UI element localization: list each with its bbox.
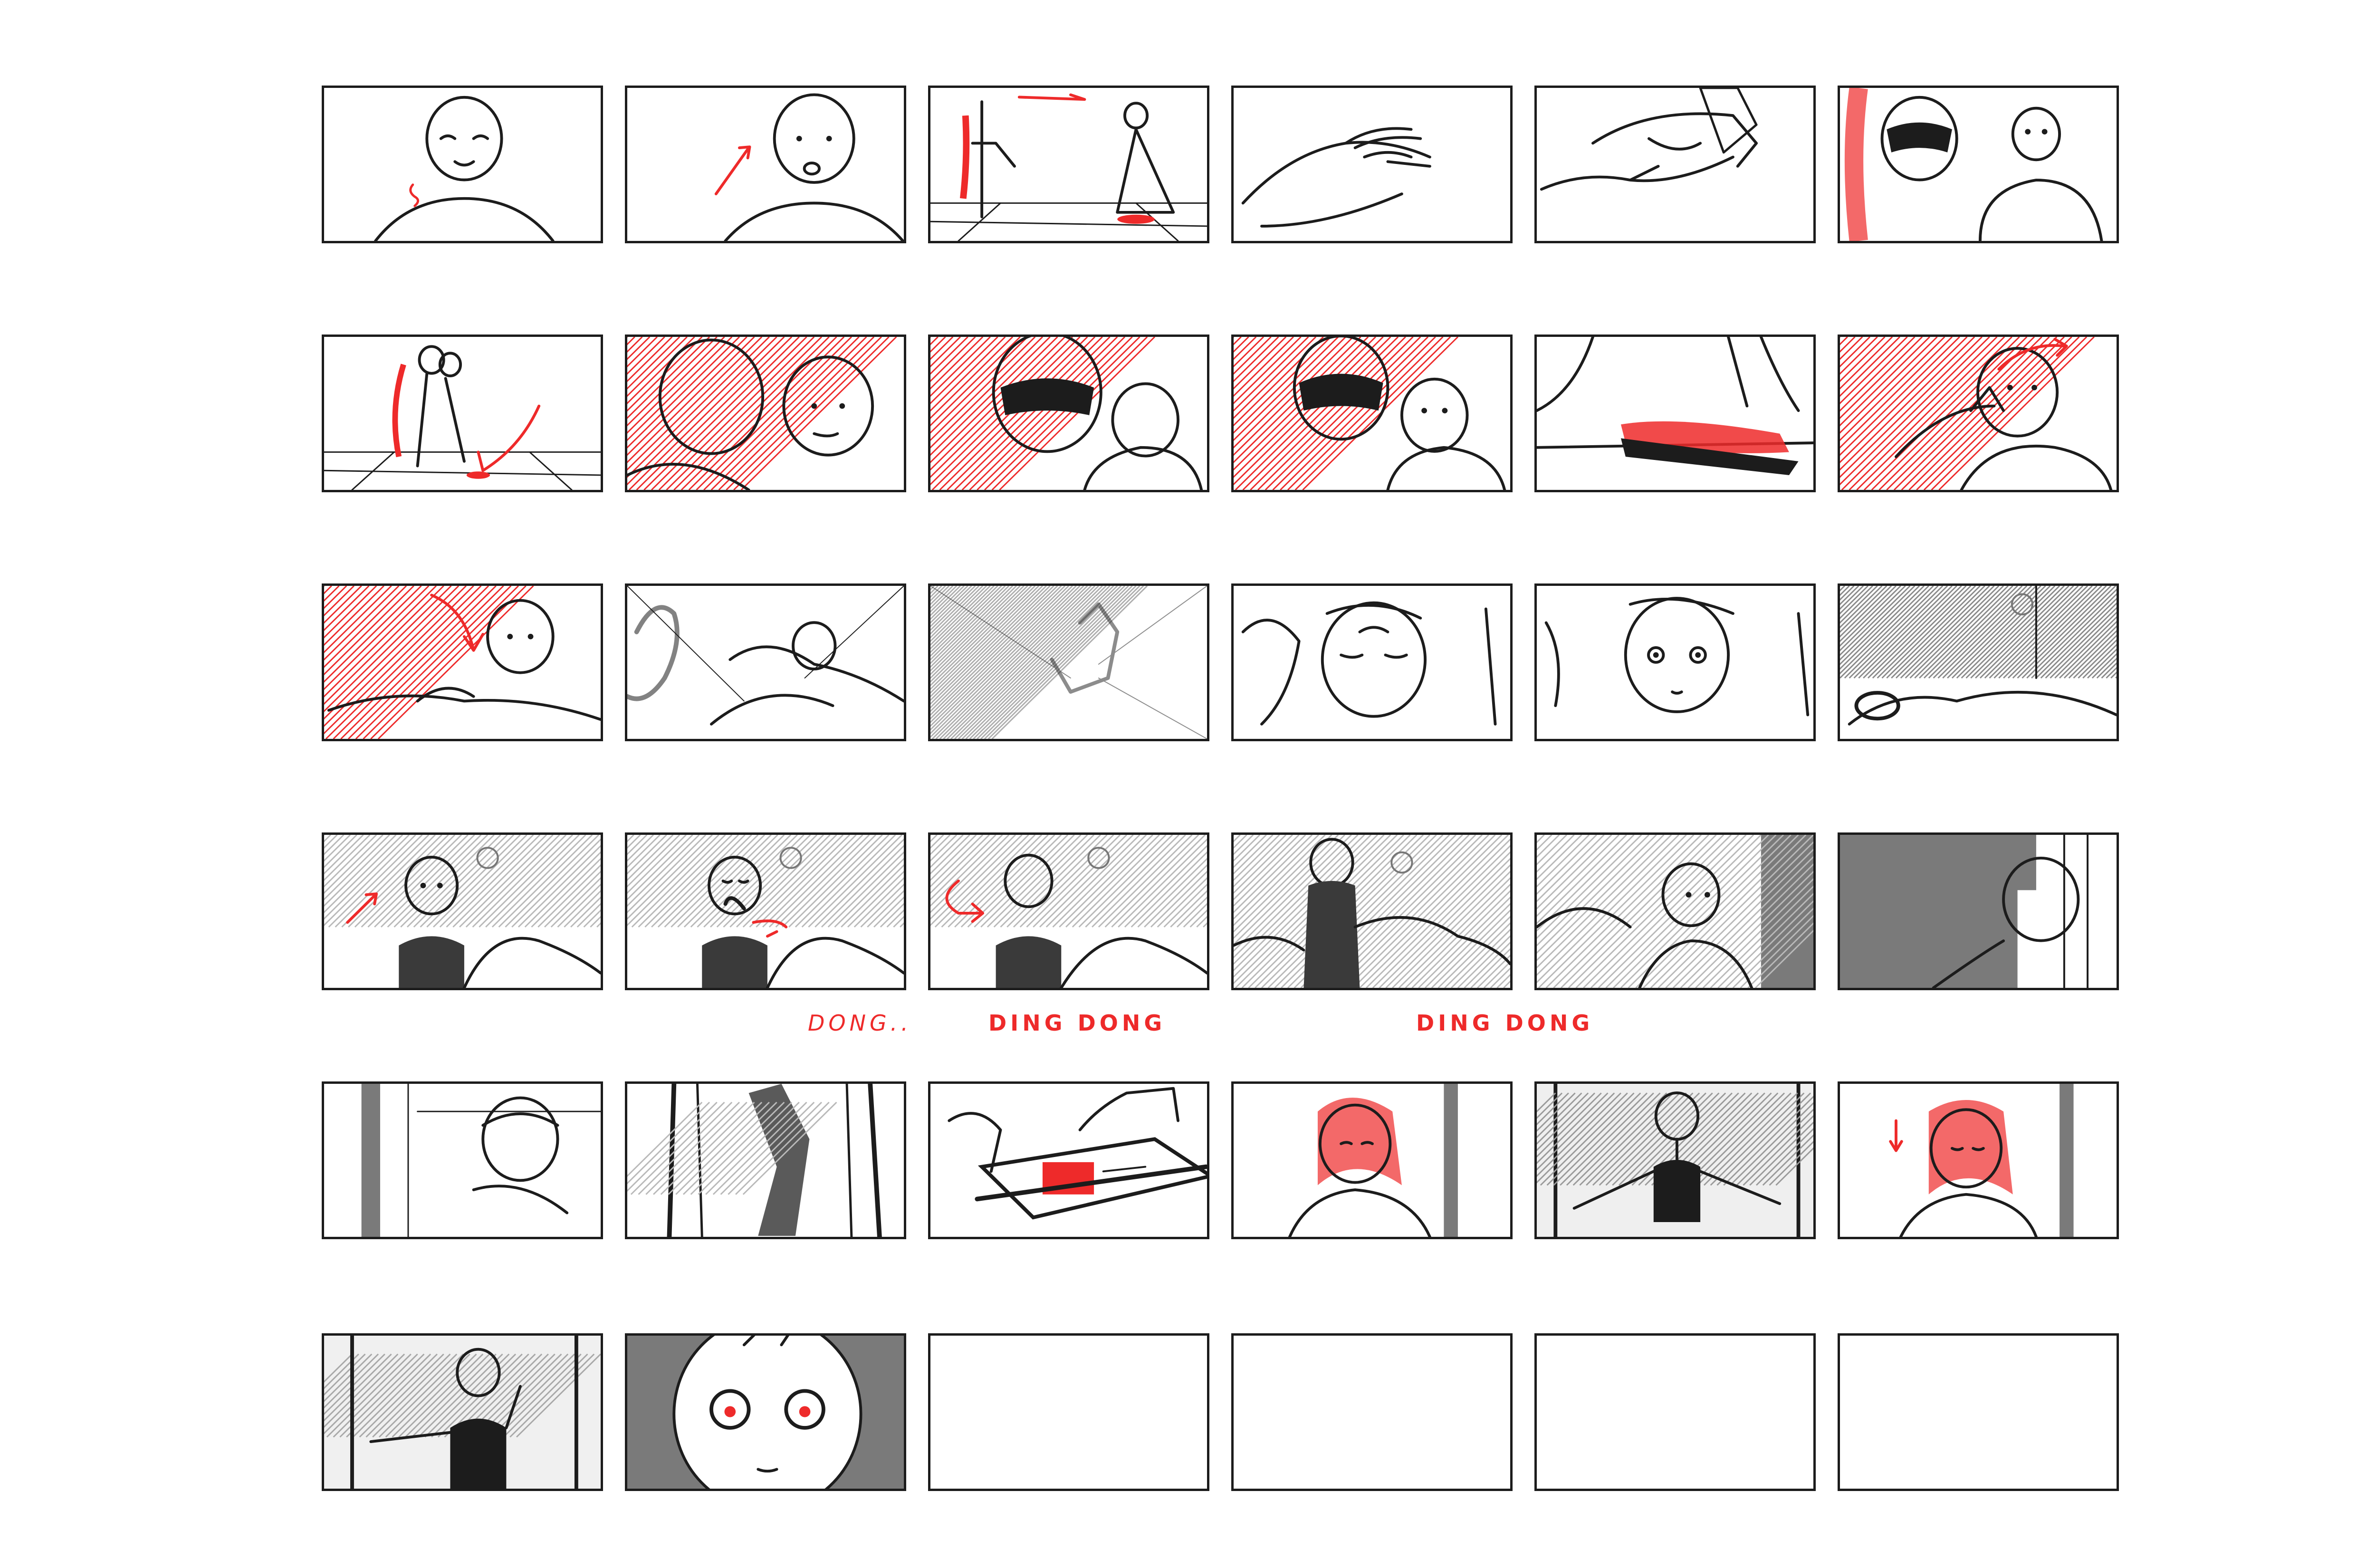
storyboard-panel — [322, 335, 603, 492]
storyboard-panel — [625, 335, 906, 492]
storyboard-panel — [1838, 1081, 2119, 1239]
panel-sketch — [324, 1336, 601, 1489]
panel-sketch — [930, 835, 1207, 988]
panel-sketch — [324, 345, 601, 490]
panel-sketch — [361, 1084, 601, 1237]
panel-sketch — [1544, 597, 1810, 717]
storyboard-panel — [1231, 335, 1513, 492]
storyboard-panel — [1838, 335, 2119, 492]
panel-sketch — [1234, 835, 1510, 988]
empty-panel — [1534, 1333, 1816, 1491]
panel-sketch — [948, 1087, 1207, 1220]
storyboard-panel — [1231, 583, 1513, 741]
panel-sketch — [1537, 1336, 1813, 1489]
storyboard-panel — [625, 1081, 906, 1239]
storyboard-panel — [1534, 1081, 1816, 1239]
storyboard-panel — [1534, 583, 1816, 741]
panel-sketch — [627, 1084, 882, 1237]
panel-sketch — [374, 96, 555, 241]
panel-sketch — [1537, 1084, 1813, 1237]
panel-sketch — [1288, 1084, 1458, 1237]
panel-sketch — [714, 93, 904, 241]
storyboard-panel — [1838, 583, 2119, 741]
storyboard-panel — [928, 583, 1209, 741]
storyboard-panel — [928, 832, 1209, 990]
panel-sketch — [627, 586, 904, 726]
panel-sketch — [1844, 88, 2103, 241]
storyboard-panel — [625, 1333, 906, 1491]
panel-sketch — [1840, 586, 2117, 726]
panel-sketch — [627, 835, 904, 988]
storyboard-panel — [928, 335, 1209, 492]
panel-sketch — [930, 337, 1203, 490]
panel-sketch — [324, 586, 601, 739]
panel-sketch — [1234, 337, 1506, 490]
storyboard-panel — [1534, 86, 1816, 243]
panel-sketch — [930, 586, 1207, 739]
sound-effect-ding-dong: DING DONG — [988, 1010, 1166, 1036]
storyboard-panel — [322, 86, 603, 243]
sound-effect-dong: DONG.. — [808, 1010, 912, 1036]
storyboard-panel — [322, 1333, 603, 1491]
storyboard-panel — [1838, 832, 2119, 990]
storyboard-panel — [322, 583, 603, 741]
panel-sketch — [1889, 1084, 2074, 1237]
panel-sketch — [1537, 835, 1813, 988]
panel-sketch — [1241, 127, 1431, 228]
panel-sketch — [1840, 835, 2102, 988]
panel-sketch — [1840, 1336, 2117, 1489]
panel-sketch — [324, 835, 601, 988]
storyboard-panel — [928, 1081, 1209, 1239]
panel-sketch — [1241, 601, 1497, 726]
empty-panel — [1838, 1333, 2119, 1491]
storyboard-panel — [1838, 86, 2119, 243]
storyboard-panel — [1231, 832, 1513, 990]
storyboard-panel — [928, 86, 1209, 243]
panel-sketch — [1537, 337, 1813, 475]
panel-sketch — [930, 1336, 1207, 1489]
storyboard-panel — [1231, 86, 1513, 243]
storyboard-panel — [625, 832, 906, 990]
storyboard-panel — [322, 1081, 603, 1239]
empty-panel — [1231, 1333, 1513, 1491]
storyboard-panel — [625, 583, 906, 741]
panel-sketch — [1840, 337, 2113, 490]
panel-sketch — [930, 93, 1207, 241]
panel-sketch — [1234, 1336, 1510, 1489]
storyboard-panel — [625, 86, 906, 243]
storyboard-panel — [1231, 1081, 1513, 1239]
sound-effect-ding-dong-second: DING DONG — [1416, 1010, 1594, 1036]
empty-panel — [928, 1333, 1209, 1491]
panel-sketch — [627, 1336, 904, 1489]
panel-sketch — [1540, 88, 1758, 191]
storyboard-panel — [322, 832, 603, 990]
storyboard-panel — [1534, 832, 1816, 990]
storyboard-panel — [1534, 335, 1816, 492]
panel-sketch — [627, 337, 897, 490]
